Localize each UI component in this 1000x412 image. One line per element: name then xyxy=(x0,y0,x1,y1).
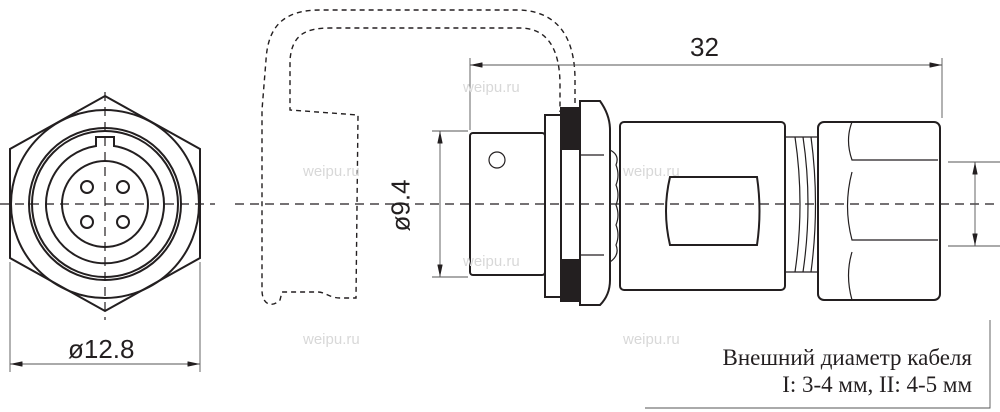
pin xyxy=(116,215,130,229)
side-view xyxy=(432,58,1000,409)
watermark: weipu.ru xyxy=(463,79,520,96)
note-line-2: I: 3-4 мм, II: 4-5 мм xyxy=(782,372,972,397)
pin xyxy=(80,180,94,194)
note-line-1: Внешний диаметр кабеля xyxy=(722,345,972,370)
receptacle-diameter-label: ø9.4 xyxy=(385,179,416,232)
dust-cap-outline xyxy=(261,9,576,306)
watermark: weipu.ru xyxy=(623,163,680,180)
front-view xyxy=(0,92,215,372)
watermark: weipu.ru xyxy=(463,253,520,270)
pin xyxy=(116,180,130,194)
watermark: weipu.ru xyxy=(303,331,360,348)
watermark: weipu.ru xyxy=(623,331,680,348)
front-diameter-label: ø12.8 xyxy=(68,334,135,364)
window xyxy=(665,176,761,246)
flange xyxy=(544,114,562,298)
cable-nut xyxy=(817,121,941,301)
cable-diameter-note: Внешний диаметр кабеля I: 3-4 мм, II: 4-… xyxy=(722,344,972,398)
panel-nut xyxy=(579,100,611,306)
overall-length-label: 32 xyxy=(690,32,719,62)
watermark: weipu.ru xyxy=(303,163,360,180)
coupling-body xyxy=(619,121,786,291)
note-frame xyxy=(645,320,991,409)
keyway xyxy=(45,136,165,265)
pin xyxy=(80,215,94,229)
